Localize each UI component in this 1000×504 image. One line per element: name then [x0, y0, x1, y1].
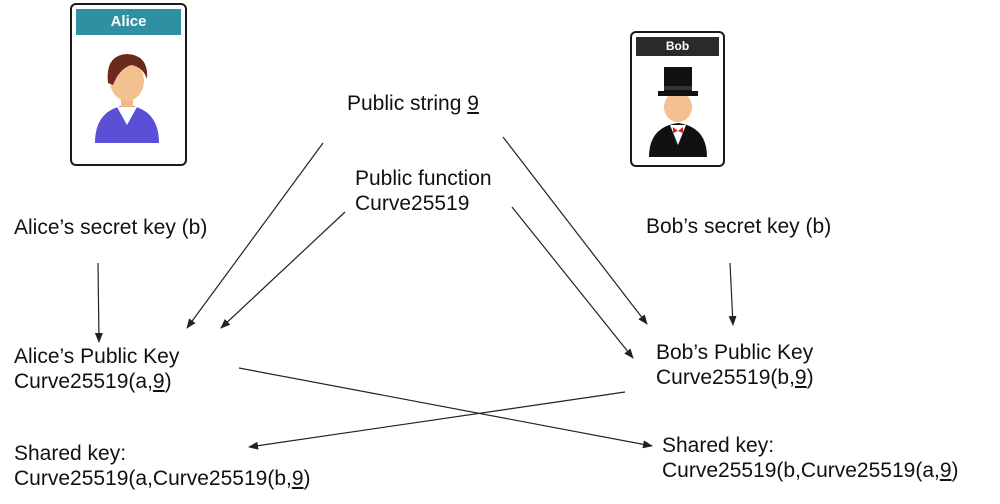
bob-name-label: Bob	[636, 37, 719, 56]
alice-name-label: Alice	[76, 9, 181, 35]
public-function-label: Public function Curve25519	[355, 167, 492, 215]
arrow-alice-public-to-bob-shared	[238, 367, 653, 449]
bob-shared-key-label: Shared key: Curve25519(b,Curve25519(a,9)	[662, 434, 959, 482]
public-string-value: 9	[467, 92, 479, 115]
alice-shared-key-label: Shared key: Curve25519(a,Curve25519(b,9)	[14, 442, 311, 490]
arrow-string-to-alice-public	[186, 142, 324, 329]
arrow-bob-secret-to-public	[728, 262, 737, 326]
bob-public-key-label: Bob’s Public Key Curve25519(b,9)	[656, 341, 814, 389]
arrow-string-to-bob-public	[502, 136, 648, 325]
alice-avatar-icon	[95, 54, 159, 143]
public-string-label: Public string 9	[347, 92, 479, 115]
alice-secret-key-label: Alice’s secret key (b)	[14, 216, 208, 239]
arrow-alice-secret-to-public	[94, 262, 103, 343]
bob-secret-key-label: Bob’s secret key (b)	[646, 215, 832, 238]
bob-card: Bob	[630, 31, 725, 167]
alice-public-key-label: Alice’s Public Key Curve25519(a,9)	[14, 345, 180, 393]
bob-avatar-icon	[649, 67, 707, 157]
arrow-function-to-bob-public	[511, 206, 634, 359]
arrow-bob-public-to-alice-shared	[248, 391, 626, 450]
alice-card: Alice	[70, 3, 187, 166]
arrow-function-to-alice-public	[220, 211, 346, 329]
